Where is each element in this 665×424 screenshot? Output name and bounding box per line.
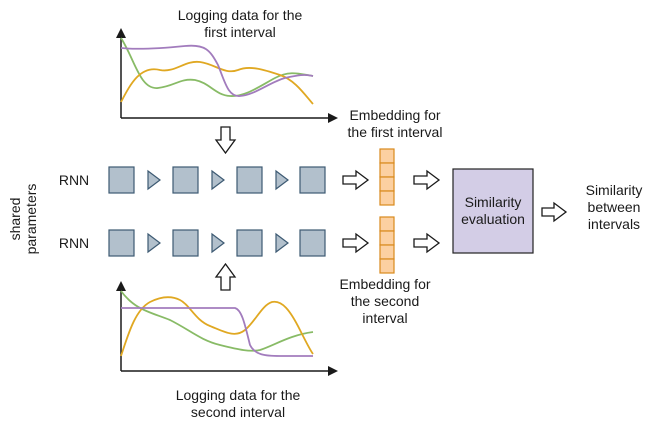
embedding-first [379, 148, 395, 206]
down-arrow-icon [214, 126, 237, 155]
bottom-chart-orange-line [120, 296, 314, 357]
rnn-step-arrow [211, 232, 225, 254]
top-chart [116, 28, 338, 123]
rnn-step-arrow [147, 169, 161, 191]
top-logging-label: Logging data for the first interval [177, 7, 303, 40]
rnn-cell [236, 166, 263, 194]
rnn-bottom-label: RNN [58, 235, 90, 251]
rnn-top-label: RNN [58, 172, 90, 188]
rnn-cell [236, 229, 263, 257]
rnn-cell [108, 166, 135, 194]
shared-parameters-label: shared parameters [7, 183, 39, 255]
up-arrow-icon [214, 262, 237, 291]
top-chart-purple-line [120, 44, 314, 97]
right-arrow-icon [342, 169, 370, 191]
bottom-logging-label: Logging data for the second interval [175, 387, 301, 420]
bottom-chart-green-line [120, 290, 314, 352]
rnn-row-top [108, 166, 326, 194]
rnn-step-arrow [211, 169, 225, 191]
embedding-second-label: Embedding for the second interval [339, 276, 431, 326]
rnn-row-bottom [108, 229, 326, 257]
right-arrow-icon [541, 201, 568, 223]
top-chart-orange-line [120, 60, 314, 105]
right-arrow-icon [413, 169, 441, 191]
embedding-first-label: Embedding for the first interval [347, 107, 443, 140]
rnn-step-arrow [275, 169, 289, 191]
right-arrow-icon [342, 232, 370, 254]
similarity-evaluation-box [452, 168, 534, 254]
rnn-cell [172, 166, 199, 194]
rnn-step-arrow [147, 232, 161, 254]
bottom-chart [116, 281, 338, 376]
embedding-second [379, 216, 395, 274]
right-arrow-icon [413, 232, 441, 254]
rnn-cell [299, 166, 326, 194]
rnn-cell [108, 229, 135, 257]
similarity-evaluation-label: Similarity evaluation [461, 194, 525, 227]
bottom-chart-purple-line [121, 307, 313, 357]
top-chart-green-line [120, 37, 314, 97]
rnn-step-arrow [275, 232, 289, 254]
rnn-cell [172, 229, 199, 257]
rnn-cell [299, 229, 326, 257]
similarity-output-label: Similarity between intervals [585, 182, 643, 232]
